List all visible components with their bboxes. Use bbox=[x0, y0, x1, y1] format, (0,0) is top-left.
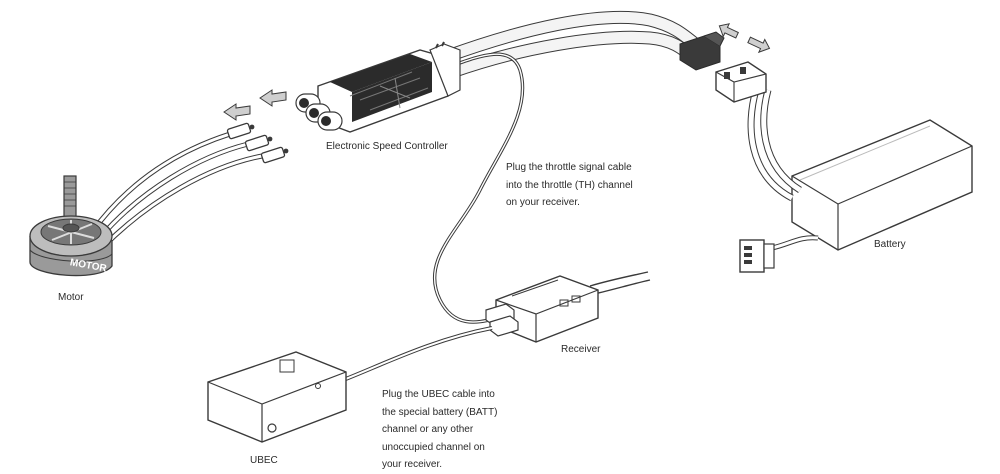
ubec-instruction: Plug the UBEC cable into the special bat… bbox=[382, 386, 497, 474]
esc bbox=[295, 41, 461, 133]
throttle-instruction-line: into the throttle (TH) channel bbox=[506, 179, 633, 191]
motor-label: Motor bbox=[58, 292, 84, 303]
battery-connector bbox=[715, 61, 767, 103]
ubec-cable bbox=[337, 326, 493, 384]
battery-label: Battery bbox=[874, 239, 906, 250]
ubec-instruction-line: unoccupied channel on bbox=[382, 441, 485, 453]
ubec-label: UBEC bbox=[250, 455, 278, 466]
esc-label: Electronic Speed Controller bbox=[326, 141, 448, 152]
ubec-instruction-line: channel or any other bbox=[382, 424, 474, 435]
motor bbox=[29, 175, 113, 277]
receiver-label: Receiver bbox=[561, 344, 601, 355]
throttle-instruction-line: on your receiver. bbox=[506, 197, 580, 208]
throttle-instruction: Plug the throttle signal cable into the … bbox=[506, 159, 633, 212]
connect-arrows-motor bbox=[223, 89, 287, 121]
battery bbox=[739, 119, 973, 273]
ubec-instruction-line: the special battery (BATT) bbox=[382, 406, 498, 418]
throttle-instruction-line: Plug the throttle signal cable bbox=[506, 162, 632, 173]
ubec-instruction-line: Plug the UBEC cable into bbox=[382, 389, 495, 400]
motor-wires bbox=[89, 131, 263, 248]
battery-leads bbox=[747, 89, 802, 202]
ubec-instruction-line: your receiver. bbox=[382, 459, 443, 470]
connect-arrows-battery bbox=[718, 23, 771, 54]
motor-bullet-connectors bbox=[226, 122, 289, 164]
esc-battery-connector bbox=[679, 31, 725, 71]
throttle-signal-cable bbox=[432, 52, 525, 324]
ubec bbox=[207, 351, 347, 443]
receiver bbox=[485, 271, 651, 343]
esc-power-cables bbox=[445, 10, 705, 79]
